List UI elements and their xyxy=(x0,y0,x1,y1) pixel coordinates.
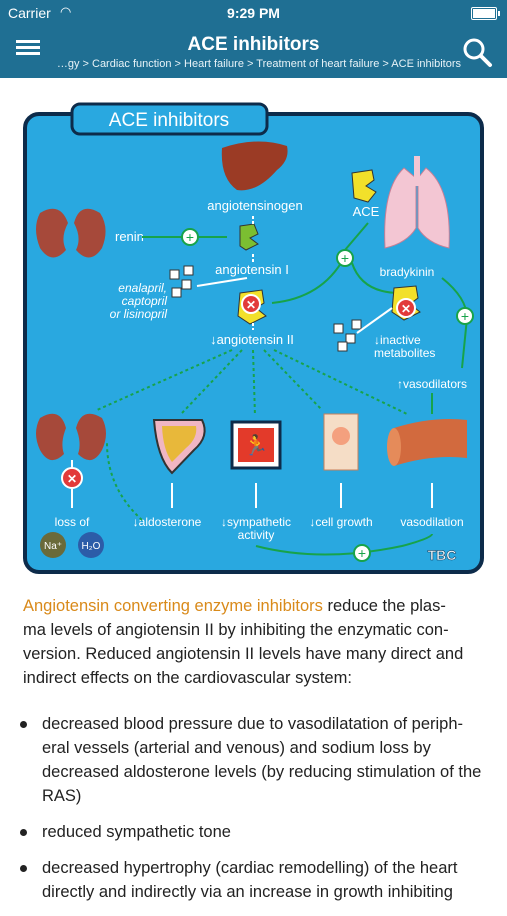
effects-list: decreased blood pressure due to vasodila… xyxy=(0,712,507,916)
nav-bar: ACE inhibitors …gy > Cardiac function > … xyxy=(0,26,507,78)
angiotensin-ii-label: ↓angiotensin II xyxy=(210,332,294,347)
intro-paragraph: Angiotensin converting enzyme inhibitors… xyxy=(23,597,464,687)
ace-enzyme-icon xyxy=(351,169,377,203)
water-label: H₂O xyxy=(82,541,101,552)
metabolites-label: metabolites xyxy=(374,346,435,360)
wifi-icon: ◠ xyxy=(60,4,72,19)
sympathetic-label: ↓sympathetic xyxy=(221,515,291,529)
vasodilation-label: vasodilation xyxy=(400,515,463,529)
publisher-logo: TBC xyxy=(428,547,457,563)
status-time: 9:29 PM xyxy=(227,5,280,21)
activity-label: activity xyxy=(238,528,275,542)
loss-of-label: loss of xyxy=(55,515,90,529)
ace-inhibitor-diagram: ACE inhibitors angiotensinogen ACE renin… xyxy=(23,102,484,574)
plus-sign: + xyxy=(186,229,194,245)
search-icon[interactable] xyxy=(461,36,493,68)
ace-inhibitors-link[interactable]: Angiotensin converting enzyme inhibitors xyxy=(23,597,323,615)
blood-vessel-icon xyxy=(394,419,467,466)
breadcrumb[interactable]: …gy > Cardiac function > Heart failure >… xyxy=(56,58,461,70)
drug-pills-icon xyxy=(169,265,194,298)
sodium-label: Na⁺ xyxy=(44,541,62,552)
battery-icon xyxy=(471,7,500,20)
vasodilators-label: ↑vasodilators xyxy=(397,377,467,391)
svg-text:+: + xyxy=(358,545,366,561)
angiotensin-i-label: angiotensin I xyxy=(215,262,289,277)
kidneys-icon xyxy=(36,208,106,258)
bradykinin-label: bradykinin xyxy=(380,265,435,279)
kidneys-bottom-icon xyxy=(36,413,106,461)
renin-label: renin xyxy=(115,229,144,244)
cell-growth-label: ↓cell growth xyxy=(309,515,372,529)
svg-text:🏃: 🏃 xyxy=(244,433,269,457)
page-title: ACE inhibitors xyxy=(187,34,320,55)
inactive-label: ↓inactive xyxy=(374,333,421,347)
drug-name-line-3: or lisinopril xyxy=(110,307,168,321)
status-bar: Carrier ◠ 9:29 PM xyxy=(0,0,507,26)
svg-text:✕: ✕ xyxy=(246,298,256,312)
drug-name-line-2: captopril xyxy=(122,294,168,308)
carrier-label: Carrier xyxy=(8,5,51,21)
svg-text:✕: ✕ xyxy=(401,302,411,316)
list-item: reduced sympathetic tone xyxy=(0,820,507,844)
list-item: decreased blood pressure due to vasodila… xyxy=(0,712,507,808)
aldosterone-label: ↓aldosterone xyxy=(133,515,202,529)
liver-icon xyxy=(221,141,288,191)
menu-icon[interactable] xyxy=(16,40,40,60)
angiotensinogen-label: angiotensinogen xyxy=(207,198,302,213)
svg-text:+: + xyxy=(341,250,349,266)
lungs-icon xyxy=(384,156,450,249)
list-item: decreased hypertrophy (cardiac remodelli… xyxy=(0,856,507,904)
svg-text:✕: ✕ xyxy=(67,472,77,486)
diagram-title: ACE inhibitors xyxy=(109,110,229,131)
ace-label: ACE xyxy=(353,204,380,219)
drug-name-line-1: enalapril, xyxy=(118,281,167,295)
svg-text:+: + xyxy=(461,308,469,324)
